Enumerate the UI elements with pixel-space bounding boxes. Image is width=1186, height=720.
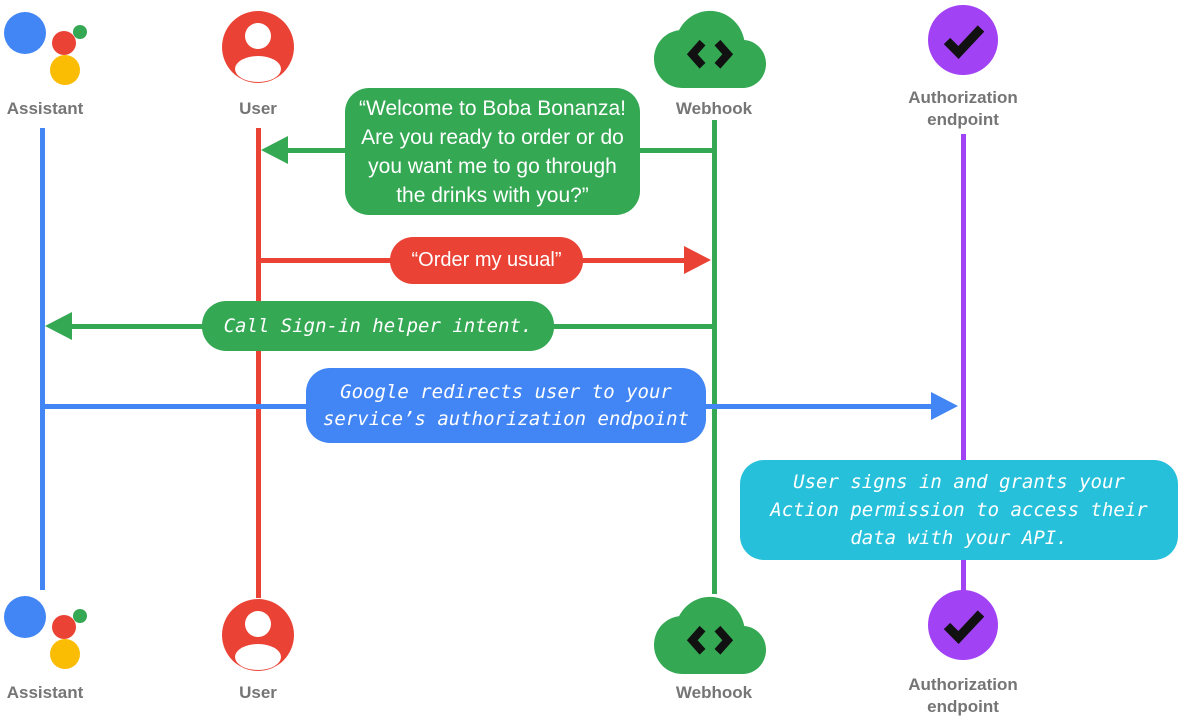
note-line: Action permission to access their bbox=[770, 499, 1148, 521]
webhook-cloud-code-icon bbox=[654, 596, 766, 674]
redirect-message-bubble: Google redirects user to your service’s … bbox=[306, 368, 706, 443]
auth-checkmark-icon bbox=[928, 5, 998, 75]
signin-note-bubble: User signs in and grants your Action per… bbox=[740, 460, 1178, 560]
user-lifeline bbox=[256, 128, 261, 598]
welcome-line: you want me to go through bbox=[368, 154, 617, 178]
welcome-arrowhead-icon bbox=[261, 136, 288, 164]
welcome-line: the drinks with you?” bbox=[396, 183, 589, 207]
assistant-label: Assistant bbox=[6, 683, 84, 702]
note-line: data with your API. bbox=[850, 527, 1068, 549]
auth-label-line2: endpoint bbox=[927, 697, 999, 716]
note-line: User signs in and grants your bbox=[793, 471, 1125, 493]
order-arrow-line-right bbox=[581, 258, 685, 263]
google-assistant-icon bbox=[4, 596, 87, 669]
user-person-icon bbox=[222, 599, 294, 671]
auth-checkmark-icon bbox=[928, 590, 998, 660]
signin-arrow-line-right bbox=[552, 324, 714, 329]
signin-arrowhead-icon bbox=[45, 312, 72, 340]
assistant-label: Assistant bbox=[6, 99, 84, 118]
order-arrowhead-icon bbox=[684, 246, 711, 274]
user-person-icon bbox=[222, 11, 294, 83]
order-text: “Order my usual” bbox=[411, 249, 562, 271]
user-label: User bbox=[239, 99, 277, 118]
webhook-lifeline bbox=[712, 120, 717, 594]
auth-label-line1: Authorization bbox=[908, 88, 1018, 107]
auth-endpoint-label: Authorization endpoint bbox=[908, 87, 1018, 131]
auth-endpoint-label: Authorization endpoint bbox=[908, 674, 1018, 718]
welcome-arrow-line-right bbox=[638, 148, 714, 153]
welcome-arrow-line-left bbox=[286, 148, 346, 153]
auth-endpoint-lifeline bbox=[961, 134, 966, 592]
webhook-label: Webhook bbox=[675, 683, 753, 702]
google-assistant-icon bbox=[4, 12, 87, 85]
auth-label-line2: endpoint bbox=[927, 110, 999, 129]
welcome-line: “Welcome to Boba Bonanza! bbox=[359, 96, 626, 120]
signin-message-bubble: Call Sign-in helper intent. bbox=[202, 301, 554, 351]
order-message-bubble: “Order my usual” bbox=[390, 237, 583, 284]
welcome-line: Are you ready to order or do bbox=[361, 125, 624, 149]
webhook-label: Webhook bbox=[675, 99, 753, 118]
redirect-arrow-line-left bbox=[42, 404, 308, 409]
order-arrow-line-left bbox=[258, 258, 392, 263]
welcome-message-bubble: “Welcome to Boba Bonanza! Are you ready … bbox=[345, 88, 640, 215]
signin-arrow-line-left bbox=[70, 324, 204, 329]
auth-label-line1: Authorization bbox=[908, 675, 1018, 694]
assistant-lifeline bbox=[40, 128, 45, 590]
redirect-line: Google redirects user to your bbox=[340, 380, 672, 403]
webhook-cloud-code-icon bbox=[654, 10, 766, 88]
redirect-line: service’s authorization endpoint bbox=[322, 407, 690, 430]
redirect-arrow-line-right bbox=[704, 404, 932, 409]
signin-text: Call Sign-in helper intent. bbox=[223, 314, 533, 337]
redirect-arrowhead-icon bbox=[931, 392, 958, 420]
user-label: User bbox=[239, 683, 277, 702]
